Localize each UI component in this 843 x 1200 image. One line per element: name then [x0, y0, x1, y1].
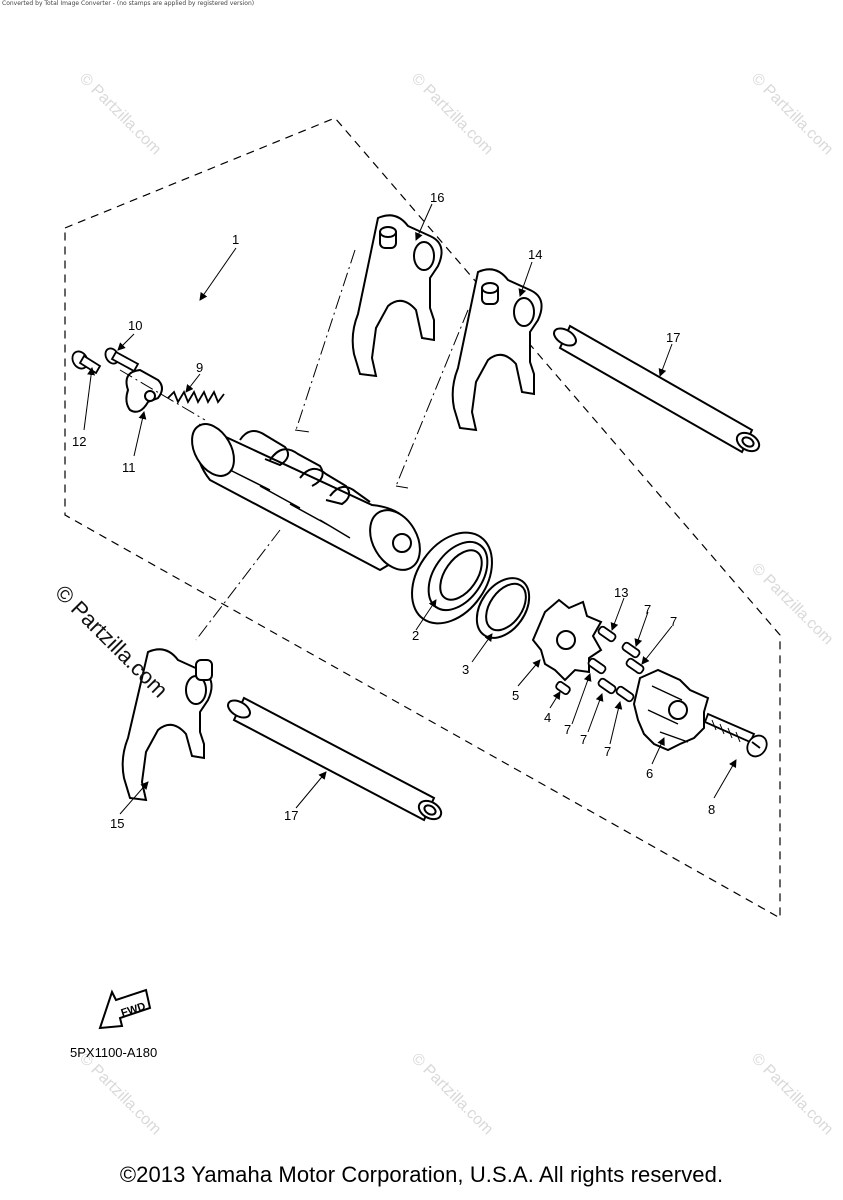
diagram-code: 5PX1100-A180	[70, 1045, 158, 1060]
callout-3: 3	[462, 662, 469, 677]
callout-leaders	[83, 203, 737, 815]
spring	[167, 389, 225, 405]
copyright-notice: ©2013 Yamaha Motor Corporation, U.S.A. A…	[119, 1162, 724, 1187]
bolt-12	[71, 350, 102, 375]
callout-14: 14	[528, 247, 542, 262]
callout-1: 1	[232, 232, 239, 247]
assembly-boundary	[64, 117, 781, 920]
ring	[475, 577, 531, 639]
pins	[555, 625, 645, 703]
shift-fork-15	[121, 648, 213, 802]
callout-7b: 7	[670, 614, 677, 629]
callout-9: 9	[196, 360, 203, 375]
callout-2: 2	[412, 628, 419, 643]
assembly-lines	[119, 249, 469, 641]
callout-11: 11	[122, 460, 136, 475]
guide-bar-bottom	[227, 696, 443, 822]
callout-7a: 7	[644, 602, 651, 617]
segment	[632, 668, 710, 752]
callout-6: 6	[646, 766, 653, 781]
converter-note: Converted by Total Image Converter - (no…	[2, 0, 255, 7]
shift-fork-14	[451, 268, 543, 432]
callout-16: 16	[430, 190, 444, 205]
shift-drum	[191, 423, 421, 572]
callout-7c: 7	[564, 722, 571, 737]
stopper-plate	[531, 598, 603, 682]
callout-8: 8	[708, 802, 715, 817]
shift-fork-16	[351, 214, 443, 378]
guide-bar-top	[553, 324, 761, 454]
collar-bolt	[104, 347, 140, 373]
callout-13: 13	[614, 585, 628, 600]
callout-4: 4	[544, 710, 551, 725]
callout-7e: 7	[604, 744, 611, 759]
callout-12: 12	[72, 434, 86, 449]
fwd-arrow-icon: FWD	[98, 988, 152, 1030]
callout-17a: 17	[666, 330, 680, 345]
callout-5: 5	[512, 688, 519, 703]
stopper-lever	[125, 368, 163, 413]
callout-7d: 7	[580, 732, 587, 747]
callout-17b: 17	[284, 808, 298, 823]
callout-10: 10	[128, 318, 142, 333]
screw	[703, 712, 768, 758]
callout-15: 15	[110, 816, 124, 831]
